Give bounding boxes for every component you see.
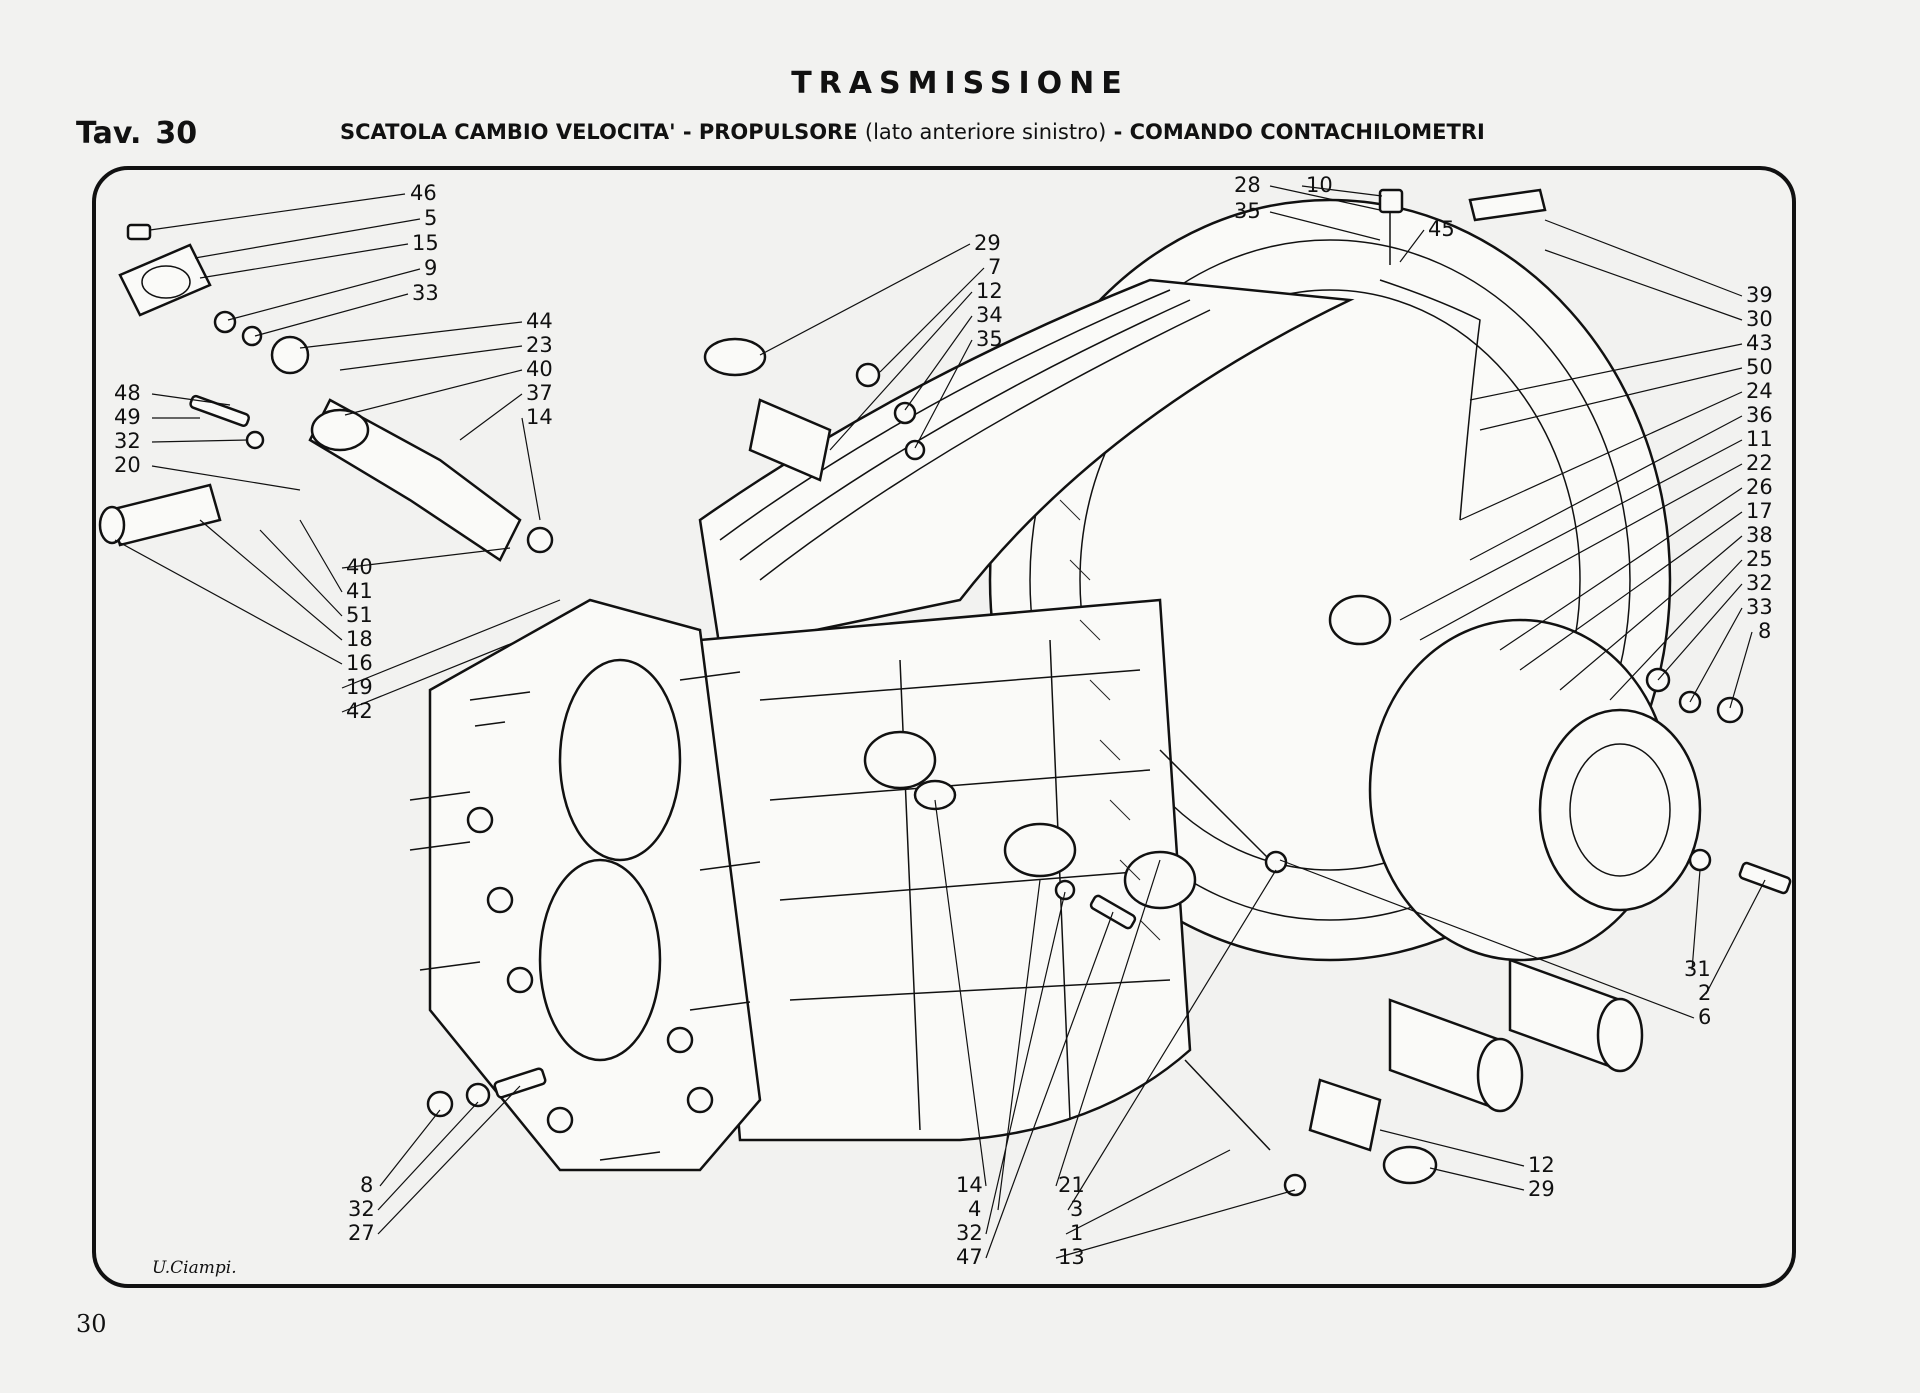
plate-number-value: 30 — [155, 116, 198, 151]
callout-c47: 47 — [956, 1245, 983, 1269]
callout-c15: 15 — [412, 231, 439, 255]
callout-c29b: 29 — [1528, 1177, 1555, 1201]
artist-signature: U.Ciampi. — [152, 1258, 237, 1278]
callout-c43: 43 — [1746, 331, 1773, 355]
callout-c40a: 40 — [526, 357, 553, 381]
callout-c28: 28 — [1234, 173, 1261, 197]
subtitle-paren: (lato anteriore sinistro) — [864, 120, 1107, 144]
callout-c32a: 32 — [114, 429, 141, 453]
callout-c49: 49 — [114, 405, 141, 429]
callout-c38: 38 — [1746, 523, 1773, 547]
callout-c4: 4 — [968, 1197, 981, 1221]
callout-c21: 21 — [1058, 1173, 1085, 1197]
callout-c10: 10 — [1306, 173, 1333, 197]
page-number: 30 — [76, 1310, 107, 1338]
callout-c32b: 32 — [1746, 571, 1773, 595]
nut-8b — [426, 1090, 454, 1118]
cap-39 — [1468, 188, 1547, 222]
pinion-44 — [270, 335, 310, 375]
callout-c8a: 8 — [1758, 619, 1771, 643]
callout-c30: 30 — [1746, 307, 1773, 331]
callout-c35a: 35 — [976, 327, 1003, 351]
callout-c20: 20 — [114, 453, 141, 477]
callout-c7: 7 — [988, 255, 1001, 279]
stud-27 — [493, 1067, 547, 1099]
callout-c32c: 32 — [956, 1221, 983, 1245]
callout-c19: 19 — [346, 675, 373, 699]
callout-c29a: 29 — [974, 231, 1001, 255]
callout-c50: 50 — [1746, 355, 1773, 379]
callout-c41: 41 — [346, 579, 373, 603]
gearbox-body — [698, 598, 1192, 1142]
sleeve-12b — [1308, 1078, 1382, 1152]
callout-c8b: 8 — [360, 1173, 373, 1197]
plate-label: Tav. — [76, 116, 142, 151]
callout-c25: 25 — [1746, 547, 1773, 571]
callout-c18: 18 — [346, 627, 373, 651]
callout-c48: 48 — [114, 381, 141, 405]
top-cover — [698, 278, 1355, 652]
output-shaft-collar — [1538, 708, 1702, 912]
callout-c51: 51 — [346, 603, 373, 627]
callout-c34: 34 — [976, 303, 1003, 327]
callout-c46: 46 — [410, 181, 437, 205]
callout-c9: 9 — [424, 256, 437, 280]
callout-c13: 13 — [1058, 1245, 1085, 1269]
callout-c3: 3 — [1070, 1197, 1083, 1221]
callout-c35b: 35 — [1234, 199, 1261, 223]
plate-number: Tav. 30 — [76, 116, 197, 151]
inspection-cover — [1003, 822, 1077, 878]
plug-29b — [1382, 1145, 1438, 1185]
callout-c2: 2 — [1698, 981, 1711, 1005]
housing-16 — [108, 483, 222, 547]
callout-c24: 24 — [1746, 379, 1773, 403]
screw-2 — [1738, 861, 1792, 895]
bolt-49 — [189, 394, 251, 427]
callout-c16: 16 — [346, 651, 373, 675]
callout-c22: 22 — [1746, 451, 1773, 475]
nut-10 — [1378, 188, 1404, 214]
loose-parts — [426, 188, 1792, 1197]
nut-8 — [1716, 696, 1744, 724]
callout-c31: 31 — [1684, 957, 1711, 981]
callout-labels: 46 5 15 9 33 44 23 40 37 14 48 49 32 20 … — [114, 173, 1773, 1269]
callout-c33a: 33 — [412, 281, 439, 305]
flange-plate-5 — [118, 243, 212, 317]
plug-29 — [703, 337, 767, 377]
callout-c37: 37 — [526, 381, 553, 405]
diagram-frame — [92, 166, 1796, 1288]
sleeve-12 — [748, 398, 832, 482]
page-title: TRASMISSIONE — [791, 66, 1129, 101]
subtitle-part1: SCATOLA CAMBIO VELOCITA' - PROPULSORE — [340, 120, 858, 144]
front-bore-upper — [558, 658, 682, 862]
callout-c42: 42 — [346, 699, 373, 723]
subtitle-part2: - COMANDO CONTACHILOMETRI — [1113, 120, 1485, 144]
callout-c5a: 5 — [424, 206, 437, 230]
callout-c33b: 33 — [1746, 595, 1773, 619]
subtitle: SCATOLA CAMBIO VELOCITA' - PROPULSORE (l… — [340, 120, 1600, 144]
leader-lines — [114, 185, 1766, 1259]
callout-c12a: 12 — [976, 279, 1003, 303]
callout-c11: 11 — [1746, 427, 1773, 451]
gearbox-housing — [409, 198, 1702, 1172]
front-bore-lower — [538, 858, 662, 1062]
callout-c23: 23 — [526, 333, 553, 357]
speedometer-drive-parts — [98, 223, 554, 562]
callout-c45: 45 — [1428, 217, 1455, 241]
callout-c1: 1 — [1070, 1221, 1083, 1245]
callout-c14b: 14 — [956, 1173, 983, 1197]
callout-c6: 6 — [1698, 1005, 1711, 1029]
callout-c17: 17 — [1746, 499, 1773, 523]
callout-c14a: 14 — [526, 405, 553, 429]
callout-c26: 26 — [1746, 475, 1773, 499]
callout-c12b: 12 — [1528, 1153, 1555, 1177]
callout-c27: 27 — [348, 1221, 375, 1245]
callout-c32d: 32 — [348, 1197, 375, 1221]
callout-c44: 44 — [526, 309, 553, 333]
screw-46 — [126, 223, 152, 241]
callout-c36: 36 — [1746, 403, 1773, 427]
callout-c39: 39 — [1746, 283, 1773, 307]
